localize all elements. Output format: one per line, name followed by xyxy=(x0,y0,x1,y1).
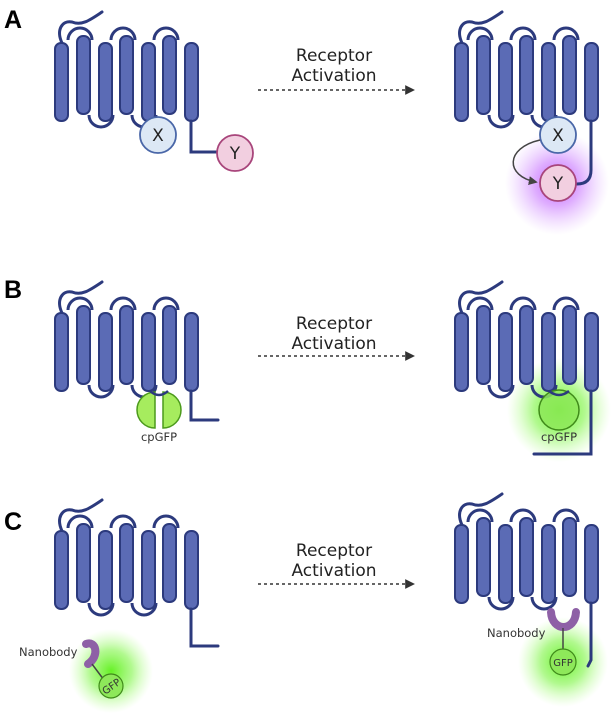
panel-letter-c: C xyxy=(4,508,22,536)
nanobody-label-inactive: Nanobody xyxy=(19,645,78,659)
cpgfp-split xyxy=(136,390,182,429)
gfp-active: GFP xyxy=(549,648,577,676)
arrow-b-line1: Receptor xyxy=(296,314,372,334)
arrow-c-line2: Activation xyxy=(291,561,376,581)
node-x-label: X xyxy=(152,126,164,146)
arrow-a-line1: Receptor xyxy=(296,46,372,66)
receptor-inactive-c xyxy=(54,498,220,648)
gfp-inactive: GFP xyxy=(98,673,124,699)
transfer-arrow xyxy=(512,139,541,186)
green-glow-c-inactive xyxy=(69,629,153,713)
node-y-label: Y xyxy=(229,144,241,164)
arrow-b-line2: Activation xyxy=(291,334,376,354)
node-y-active-label: Y xyxy=(552,174,564,194)
activation-arrow-a: Receptor Activation xyxy=(258,46,415,95)
panel-a: A X Y Receptor xyxy=(4,6,609,235)
gfp-label-active: GFP xyxy=(553,658,573,669)
arrow-a-line2: Activation xyxy=(291,66,376,86)
node-x-inactive: X xyxy=(139,116,177,154)
receptor-inactive-a xyxy=(54,10,220,154)
arrow-c-line1: Receptor xyxy=(296,541,372,561)
panel-letter-a: A xyxy=(4,6,22,34)
nanobody-active xyxy=(547,608,580,650)
cpgfp-label-active: cpGFP xyxy=(541,430,577,444)
panel-b: B cpGFP Receptor Acti xyxy=(4,276,611,462)
cpgfp-label-inactive: cpGFP xyxy=(141,430,177,444)
activation-arrow-c: Receptor Activation xyxy=(258,541,415,589)
panel-c: C GFP Nanobody xyxy=(4,492,608,713)
activation-arrow-b: Receptor Activation xyxy=(258,314,415,361)
receptor-active-b xyxy=(454,280,599,456)
receptor-inactive-b xyxy=(54,280,220,422)
cpgfp-closed xyxy=(538,389,580,431)
node-x-active-label: X xyxy=(552,126,564,146)
receptor-active-c xyxy=(454,492,599,668)
node-x-active: X xyxy=(539,116,577,154)
panel-letter-b: B xyxy=(4,276,22,304)
nanobody-label-active: Nanobody xyxy=(487,626,546,640)
node-y-active: Y xyxy=(539,164,577,202)
node-y-inactive: Y xyxy=(216,134,254,172)
